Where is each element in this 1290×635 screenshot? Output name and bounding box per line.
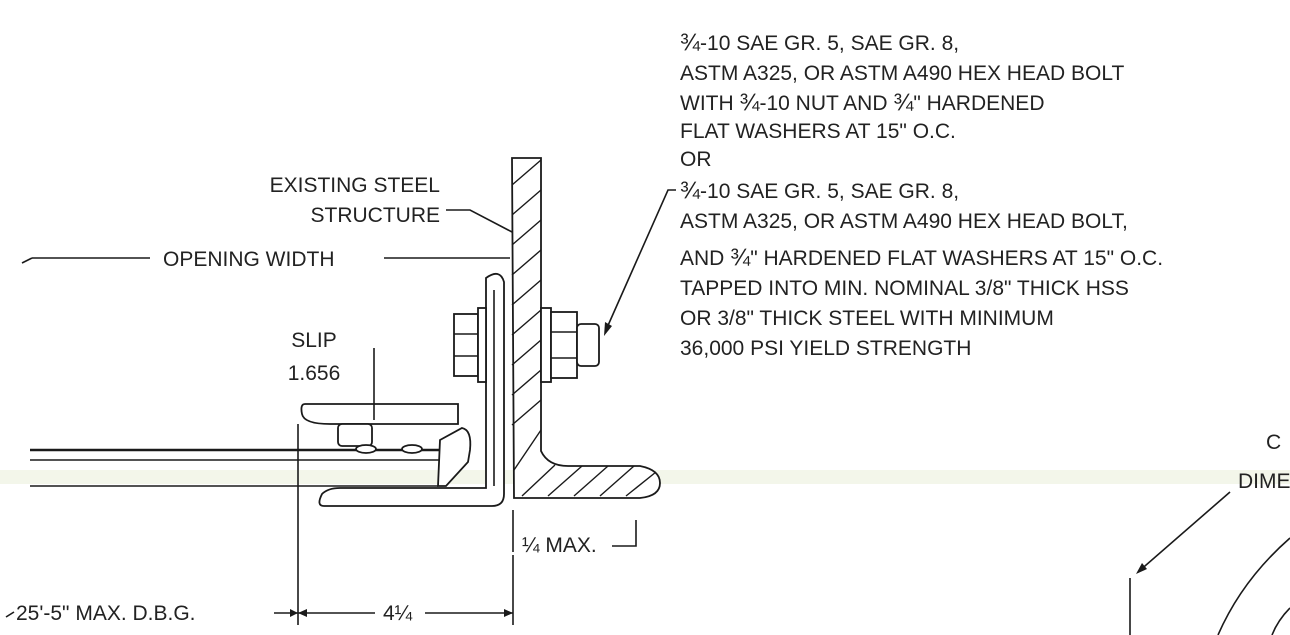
angle-clip — [318, 272, 505, 507]
note-primary-line-4: FLAT WASHERS AT 15" O.C. — [680, 120, 956, 143]
note-primary-line-3: WITH ¾-10 NUT AND ¾" HARDENED — [680, 89, 1044, 116]
edge-fragment-leader — [1137, 491, 1231, 573]
edge-fragment-label-1: C — [1266, 431, 1281, 454]
slip-block — [337, 423, 373, 447]
right-hex-nut — [540, 307, 600, 383]
note-primary-line-5: OR — [680, 148, 712, 171]
transition-plate — [300, 403, 459, 425]
max-gap-label: ¼ MAX. — [522, 534, 597, 557]
note-primary-line-1: ¾-10 SAE GR. 5, SAE GR. 8, — [680, 29, 959, 56]
dbg-arrow — [5, 611, 15, 618]
edge-fragment-arrowhead — [1136, 563, 1147, 574]
bolt-note-primary: ¾-10 SAE GR. 5, SAE GR. 8, ASTM A325, OR… — [680, 29, 1124, 171]
opening-width-label: OPENING WIDTH — [163, 248, 335, 271]
note-alt-line-1: ¾-10 SAE GR. 5, SAE GR. 8, — [680, 177, 959, 204]
note-alt-line-5: OR 3/8" THICK STEEL WITH MINIMUM — [680, 307, 1054, 330]
slip-value: 1.656 — [288, 362, 341, 385]
existing-steel-leader — [446, 209, 513, 233]
note-alt-line-4: TAPPED INTO MIN. NOMINAL 3/8" THICK HSS — [680, 277, 1129, 300]
bolt-note-arrowhead — [604, 322, 612, 336]
existing-steel-structure — [511, 157, 661, 499]
note-alt-line-2: ASTM A325, OR ASTM A490 HEX HEAD BOLT, — [680, 210, 1128, 233]
edge-fragment-curve-1 — [1217, 537, 1290, 635]
existing-steel-label-2: STRUCTURE — [311, 204, 441, 227]
existing-steel-label-1: EXISTING STEEL — [270, 174, 440, 197]
note-primary-line-2: ASTM A325, OR ASTM A490 HEX HEAD BOLT — [680, 62, 1124, 85]
dim-4-1-4-arrow-right — [504, 609, 513, 617]
note-alt-line-3: AND ¾" HARDENED FLAT WASHERS AT 15" O.C. — [680, 244, 1163, 271]
opening-width-arrow — [21, 257, 33, 264]
max-dbg-label: 25'-5" MAX. D.B.G. — [16, 602, 196, 625]
fastener-1 — [355, 444, 377, 454]
dim-4-1-4-arrow-left — [298, 609, 307, 617]
edge-fragment-curve-2 — [1271, 607, 1290, 635]
left-hex-nut — [453, 307, 487, 383]
slip-label: SLIP — [291, 329, 337, 352]
note-alt-line-6: 36,000 PSI YIELD STRENGTH — [680, 337, 971, 360]
dbg-dim-arrowhead — [290, 609, 298, 617]
bolt-note-leader — [605, 189, 676, 331]
bolt-note-alternate: ¾-10 SAE GR. 5, SAE GR. 8, ASTM A325, OR… — [680, 177, 1163, 360]
max-gap-leader — [612, 520, 637, 547]
fastener-2 — [401, 444, 423, 454]
end-clip — [437, 427, 472, 487]
edge-fragment-label-2: DIME — [1238, 470, 1290, 493]
dim-4-1-4-label: 4¼ — [383, 602, 413, 625]
